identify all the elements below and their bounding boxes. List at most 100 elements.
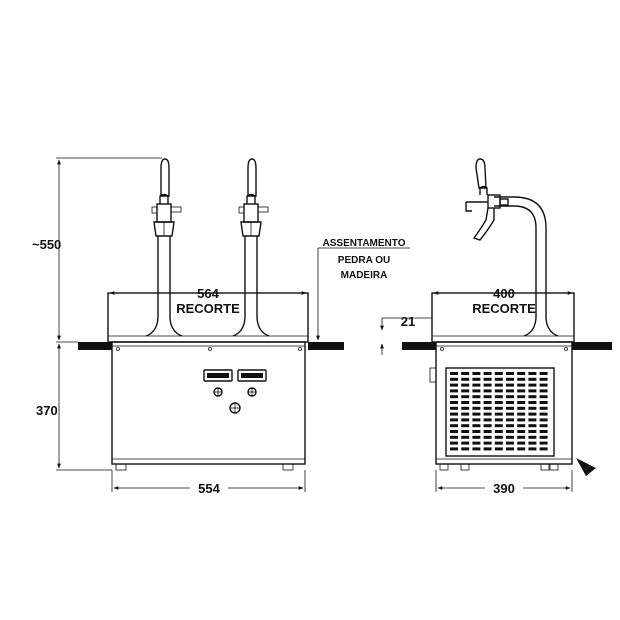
grille-slot [539,424,548,428]
grille-slot [483,383,492,387]
grille-slot [494,377,503,381]
grille-slot [450,401,458,404]
grille-slot [461,418,470,422]
front-countertop-left [78,342,112,350]
grille-slot [506,412,514,416]
grille-slot [517,441,526,445]
grille-slot [494,447,503,451]
grille-slot [528,389,537,393]
grille-slot [450,430,458,433]
front-knob-right [247,387,257,397]
front-display-left [203,369,233,382]
label-side-cutout-width: 400 [493,286,515,301]
grille-slot [494,401,503,404]
grille-slot [539,418,548,422]
grille-slot [461,424,470,428]
grille-slot [539,447,548,451]
side-ventilation-grille [445,367,555,457]
grille-slot [506,441,514,445]
grille-slot [517,401,526,404]
grille-slot [528,406,537,410]
grille-slot [472,435,481,439]
grille-slot [528,412,537,416]
grille-slot [517,435,526,439]
grille-slot [506,377,514,381]
grille-slot [494,372,503,375]
side-countertop-left [402,342,436,350]
grille-slot [517,372,526,375]
grille-slot [517,418,526,422]
grille-slot [494,418,503,422]
front-tower-right [232,158,270,337]
grille-slot [461,401,470,404]
grille-slot [506,395,514,399]
grille-slot [539,372,548,375]
grille-slot [450,412,458,416]
grille-slot [450,383,458,387]
grille-slot [450,389,458,393]
side-cabinet [435,341,573,465]
grille-slot [472,418,481,422]
grille-slot [483,441,492,445]
front-tap-handle-left [160,158,170,197]
grille-slot [461,372,470,375]
grille-slot [450,418,458,422]
grille-slot [506,430,514,433]
grille-slot [472,401,481,404]
label-cutout-recorte: RECORTE [176,301,240,316]
grille-slot [506,389,514,393]
grille-slot [528,372,537,375]
front-tap-handle-right [247,158,257,197]
grille-slot [450,395,458,399]
grille-slot [494,424,503,428]
label-counter-offset: 21 [401,314,415,329]
note-line-3: MADEIRA [341,270,388,281]
side-foot-left [439,463,449,471]
side-countertop-right [572,342,612,350]
grille-slot [472,424,481,428]
grille-slot [539,412,548,416]
grille-slot [483,401,492,404]
grille-slot [528,447,537,451]
side-view: 400 RECORTE 21 390 [380,158,612,496]
grille-slot [494,406,503,410]
label-side-cutout-recorte: RECORTE [472,301,536,316]
grille-slot [483,447,492,451]
front-foot-right [282,463,294,471]
grille-slot [528,401,537,404]
grille-slot [472,372,481,375]
grille-slot [517,395,526,399]
side-foot-back [549,463,559,471]
grille-slot [494,441,503,445]
grille-slot [517,412,526,416]
front-view: ~550 370 564 RECORTE 554 ASSENTAMENTO PE… [32,157,410,496]
grille-slot [528,395,537,399]
grille-slot [539,401,548,404]
grille-slot [506,401,514,404]
grille-slot [494,395,503,399]
grille-slot [494,389,503,393]
grille-slot [506,435,514,439]
grille-slot [539,383,548,387]
grille-slot [539,430,548,433]
grille-slot [461,435,470,439]
grille-slot [483,389,492,393]
grille-slot [506,424,514,428]
side-tap-handle [475,158,487,189]
grille-slot [461,383,470,387]
grille-slot [539,441,548,445]
grille-slot [461,377,470,381]
note-line-2: PEDRA OU [338,255,390,266]
grille-slot [483,412,492,416]
grille-slot [450,406,458,410]
side-arrow-indicator [576,458,596,476]
grille-slot [483,395,492,399]
front-cabinet [111,341,306,465]
grille-slot [528,383,537,387]
grille-slot [494,435,503,439]
grille-slot [450,424,458,428]
grille-slot [472,447,481,451]
front-display-right [237,369,267,382]
grille-slot [472,377,481,381]
grille-slot [528,435,537,439]
